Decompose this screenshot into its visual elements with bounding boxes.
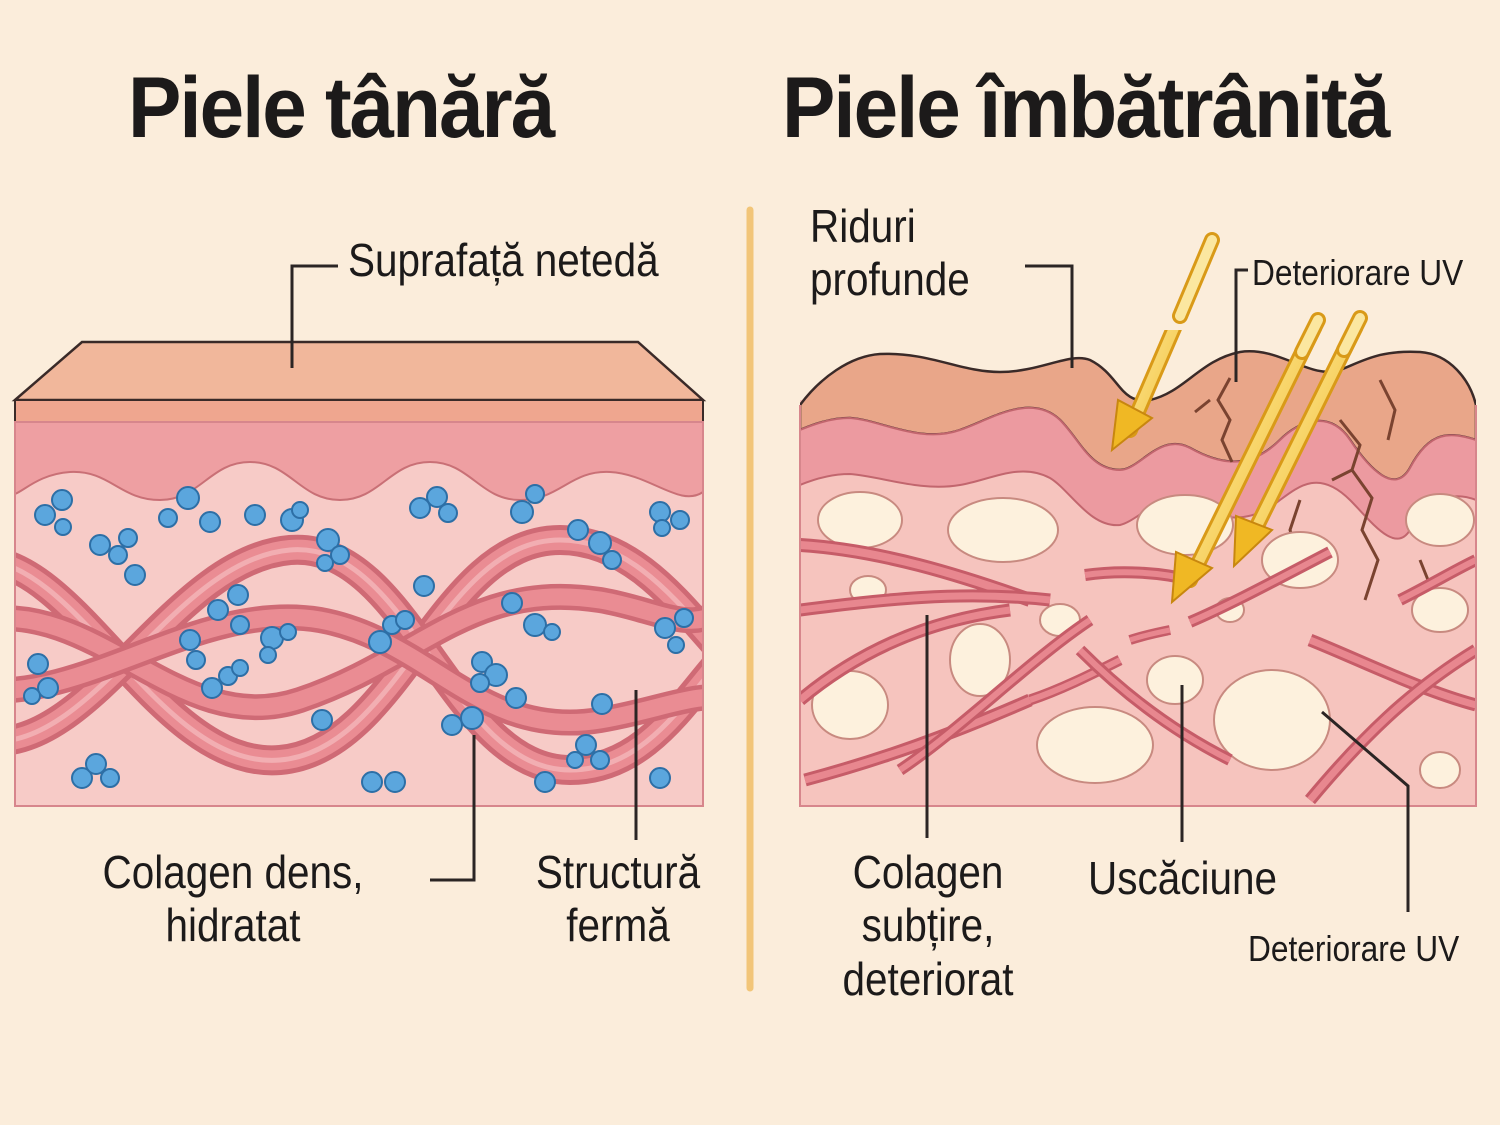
young-leader-lines: [290, 264, 638, 882]
label-dense-collagen-line-1: Colagen dens,: [102, 846, 364, 898]
aged-skin-title: Piele îmbătrânită: [782, 59, 1390, 156]
label-deep-wrinkles: Riduri profunde: [810, 200, 970, 307]
label-deep-wrinkles-line-1: Riduri: [810, 200, 916, 252]
young-epidermis: [15, 421, 703, 502]
young-collagen-fibers: [15, 524, 703, 786]
aged-leader-lines: [925, 264, 1410, 912]
label-thin-collagen: Colagen subțire, deteriorat: [796, 846, 1060, 1006]
young-surface-layer: [11, 340, 707, 402]
label-smooth-surface: Suprafață netedă: [348, 234, 659, 286]
aged-skin-block: [799, 232, 1477, 807]
label-firm-structure-line-1: Structură: [535, 846, 701, 898]
label-thin-collagen-line-3: deteriorat: [842, 952, 1014, 1005]
label-thin-collagen-line-2: subțire,: [861, 899, 995, 952]
uv-ray-1: [1110, 330, 1182, 453]
label-thin-collagen-line-1: Colagen: [852, 846, 1004, 898]
young-skin-title: Piele tânără: [128, 59, 555, 156]
young-water-molecules: [23, 484, 694, 793]
label-uv-damage-top: Deteriorare UV: [1252, 252, 1464, 293]
label-deep-wrinkles-line-2: profunde: [810, 253, 970, 306]
aged-collagen-fibers: [800, 538, 1476, 805]
label-dryness: Uscăciune: [1088, 852, 1278, 904]
label-firm-structure: Structură fermă: [495, 846, 741, 953]
label-firm-structure-line-2: fermă: [566, 899, 670, 952]
young-skin-block: [11, 340, 707, 807]
label-dense-collagen: Colagen dens, hidratat: [53, 846, 414, 953]
uv-rays-upper: [1172, 232, 1368, 360]
uv-ray-2: [1170, 330, 1322, 605]
label-uv-damage-bottom: Deteriorare UV: [1248, 928, 1460, 969]
label-dense-collagen-line-2: hidratat: [165, 899, 301, 952]
